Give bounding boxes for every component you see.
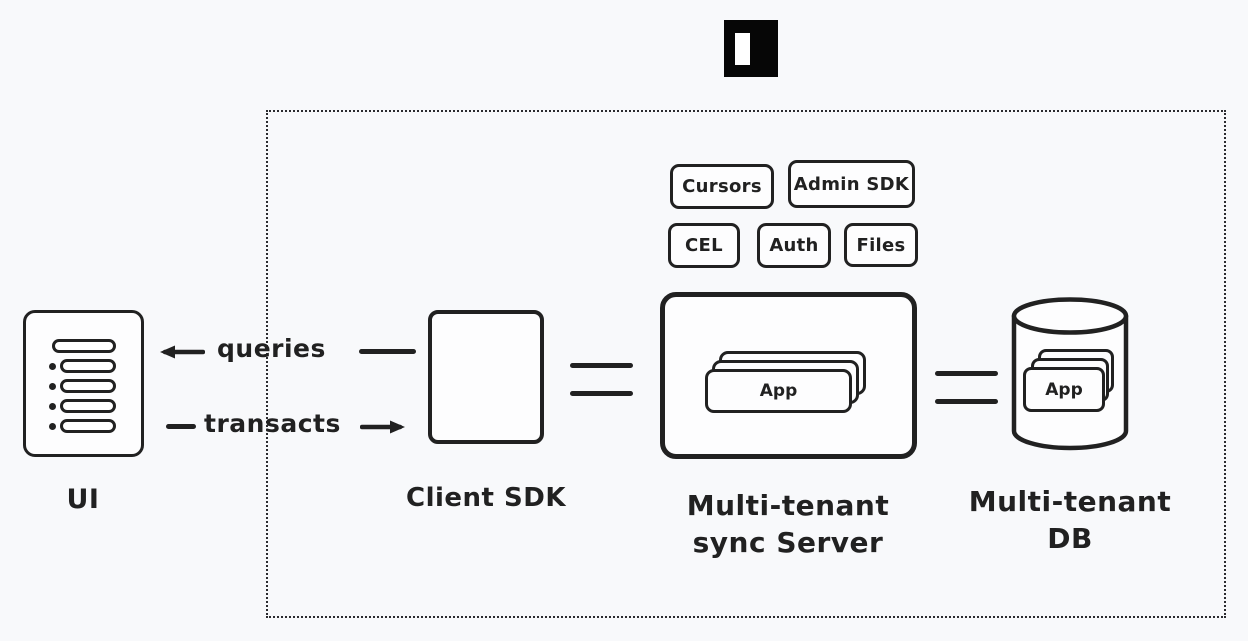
app-card-front: App [705, 369, 852, 413]
sdk-server-connector-line [570, 363, 633, 368]
ui-node [23, 310, 144, 457]
badge-files: Files [844, 223, 918, 267]
transacts-line [166, 424, 196, 429]
db-label-line2: DB [1047, 522, 1093, 555]
backend-boundary-box [266, 110, 1226, 618]
transacts-edge-label: transacts [204, 409, 341, 438]
badge-auth: Auth [757, 223, 831, 268]
badge-cursors: Cursors [670, 164, 774, 209]
client-sdk-node [428, 310, 544, 444]
client-sdk-label: Client SDK [406, 483, 566, 513]
list-icon [49, 339, 116, 433]
badge-admin-sdk: Admin SDK [788, 160, 915, 208]
queries-edge-label: queries [217, 334, 326, 363]
list-icon-row [49, 419, 116, 433]
sync-server-label-line2: sync Server [692, 526, 884, 559]
transacts-right-arrow-icon [360, 420, 405, 434]
sync-server-node: App [660, 292, 917, 459]
badge-cel: CEL [668, 223, 740, 268]
queries-left-arrow-icon [160, 345, 205, 359]
instant-logo-bar [735, 33, 750, 65]
list-icon-row [49, 379, 116, 393]
list-icon-row [49, 339, 116, 353]
list-icon-row [49, 399, 116, 413]
sync-server-label: Multi-tenant sync Server [648, 487, 928, 561]
queries-line [359, 349, 416, 354]
sync-server-label-line1: Multi-tenant [686, 489, 890, 522]
sdk-server-connector-line [570, 391, 633, 396]
db-label-line1: Multi-tenant [968, 485, 1172, 518]
db-app-card-front: App [1023, 367, 1105, 412]
db-label: Multi-tenant DB [968, 483, 1172, 557]
ui-node-label: UI [66, 484, 100, 515]
server-db-connector-line [935, 399, 998, 404]
server-db-connector-line [935, 371, 998, 376]
list-icon-row [49, 359, 116, 373]
instant-logo-icon [724, 20, 778, 77]
